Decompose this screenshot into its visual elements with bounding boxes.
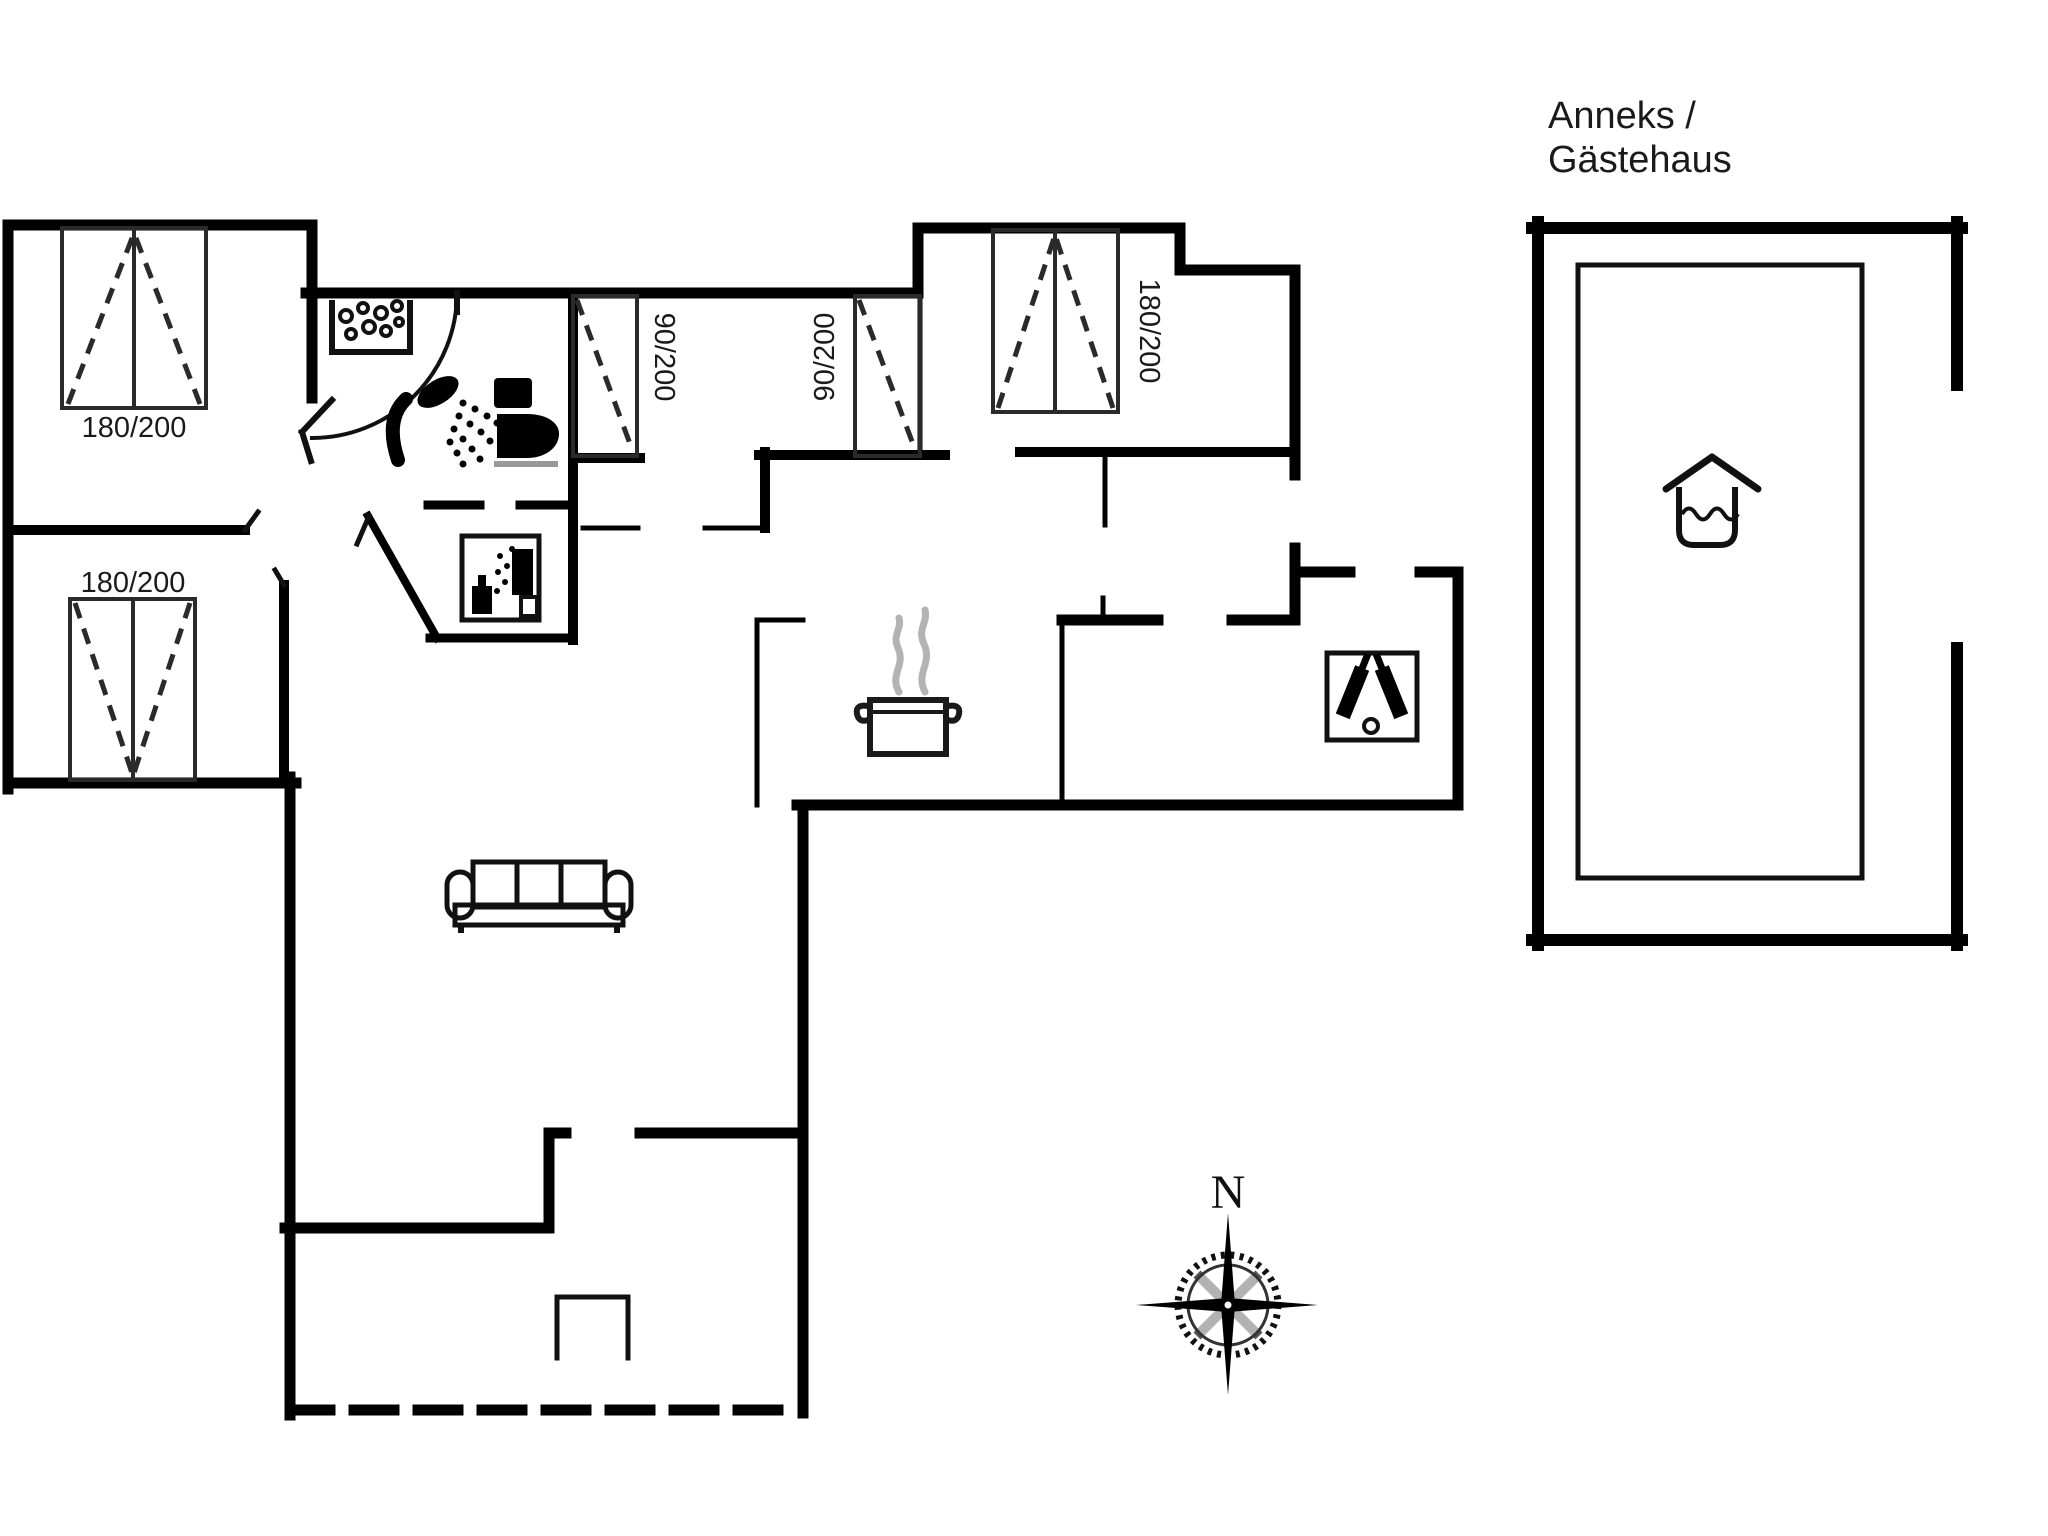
- kids-room: 90/200 90/200: [571, 294, 922, 458]
- laundry-room: [459, 533, 542, 623]
- double-bed-icon: [991, 228, 1120, 414]
- cooking-pot-icon: [853, 606, 963, 757]
- shower-spray-dots: [446, 399, 501, 468]
- kitchen: [853, 606, 963, 757]
- terrace-niche: [554, 1294, 631, 1361]
- bed-size-label: 180/200: [81, 567, 186, 599]
- annex-label-line1: Anneks /: [1548, 95, 1696, 137]
- living-room: [444, 859, 634, 933]
- annex-label-line2: Gästehaus: [1548, 139, 1732, 181]
- bathroom: [329, 299, 560, 468]
- annex-inner-room: [1575, 262, 1865, 881]
- wine-bottles-icon: [1324, 650, 1420, 743]
- annex: Anneks / Gästehaus: [1526, 95, 1968, 951]
- bathroom-door-arc: [309, 290, 460, 441]
- main-house: 180/200 180/200 90/200 90/200: [2, 219, 1464, 1421]
- compass-rose-icon: N: [1136, 1166, 1318, 1395]
- sauna-tub-icon: [1662, 453, 1762, 548]
- door-tick-bedroom1: [297, 395, 337, 465]
- bed-size-label: 180/200: [1133, 279, 1165, 384]
- steam-lines: [892, 606, 931, 696]
- compass-center-dot: [1221, 1298, 1235, 1312]
- washbasin-icon: [329, 299, 413, 355]
- bedroom-top-right: 180/200: [991, 228, 1165, 414]
- sofa-icon: [444, 859, 634, 933]
- terrace: [284, 1294, 806, 1416]
- double-bed-icon: [68, 597, 197, 782]
- bed-size-label: 180/200: [82, 412, 187, 444]
- door-tick-bedroom2: [241, 508, 262, 534]
- bedroom-top-left: 180/200: [60, 226, 208, 444]
- washing-machine-icon: [459, 533, 542, 623]
- bedroom-bottom-left: 180/200: [68, 567, 197, 782]
- bed-size-label: 90/200: [809, 313, 841, 402]
- toilet-icon: [494, 378, 560, 467]
- pantry: [1324, 650, 1420, 743]
- exterior-walls: [2, 219, 1464, 1421]
- door-tick-bedroom2b: [271, 566, 288, 589]
- compass-north-label: N: [1211, 1166, 1246, 1219]
- door-marks: [241, 290, 460, 589]
- door-tick-laundry: [353, 512, 373, 548]
- single-bed-icon: [853, 294, 922, 458]
- single-bed-icon: [571, 294, 639, 458]
- bed-size-label: 90/200: [648, 313, 680, 402]
- shower-icon: [385, 376, 501, 468]
- double-bed-icon: [60, 226, 208, 410]
- annex-walls: [1526, 216, 1968, 951]
